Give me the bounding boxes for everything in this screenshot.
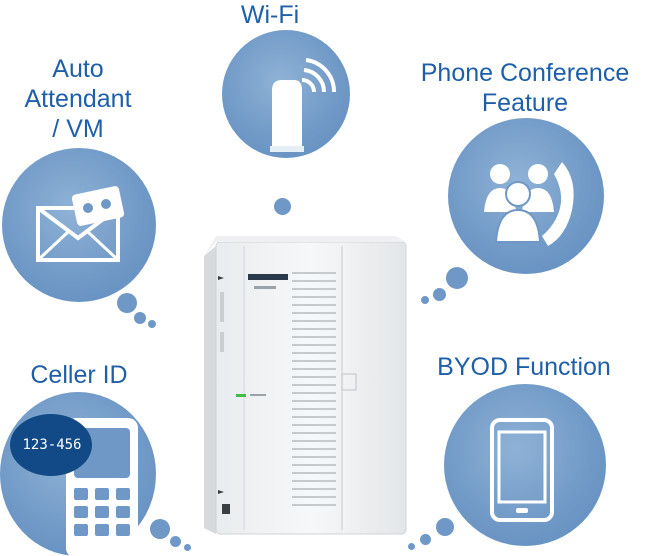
- conference-label-line-1: Phone Conference: [420, 59, 630, 87]
- conference-label-line-2: Feature: [481, 89, 569, 117]
- byod-dot-medium: [420, 534, 431, 545]
- conference-dot-small: [421, 296, 429, 304]
- auto-attendant-label: Auto Attendant / VM: [8, 54, 148, 144]
- caller-id-number-badge: 123-456: [10, 414, 92, 476]
- auto-attendant-dot-medium: [134, 312, 146, 324]
- byod-dot-large: [436, 518, 454, 536]
- caller-id-dot-large: [150, 519, 170, 539]
- caller-id-dot-small: [184, 544, 191, 551]
- auto-attendant-label-line-3: / VM: [52, 115, 104, 143]
- conference-dot-medium: [433, 288, 446, 301]
- pbx-unit-icon: [204, 236, 407, 535]
- auto-attendant-dot-large: [117, 293, 137, 313]
- pbx-unit: [196, 232, 426, 538]
- caller-id-dot-medium: [170, 536, 181, 547]
- auto-attendant-label-line-1: Auto: [52, 55, 104, 83]
- byod-dot-small: [408, 543, 415, 550]
- conference-people-phone-icon: [484, 162, 574, 246]
- byod-label: BYOD Function: [437, 353, 611, 381]
- voicemail-envelope-icon: [36, 186, 125, 262]
- auto-attendant-dot-small: [148, 320, 156, 328]
- caller-id-label: Celler ID: [30, 361, 128, 389]
- wifi-bubble-dot-large: [274, 198, 291, 215]
- conference-label: Phone Conference Feature: [402, 58, 647, 118]
- wifi-label: Wi-Fi: [240, 1, 300, 29]
- conference-dot-large: [446, 267, 468, 289]
- wifi-router-icon: [270, 58, 337, 152]
- smartphone-icon: [490, 418, 554, 522]
- auto-attendant-label-line-2: Attendant: [24, 85, 132, 113]
